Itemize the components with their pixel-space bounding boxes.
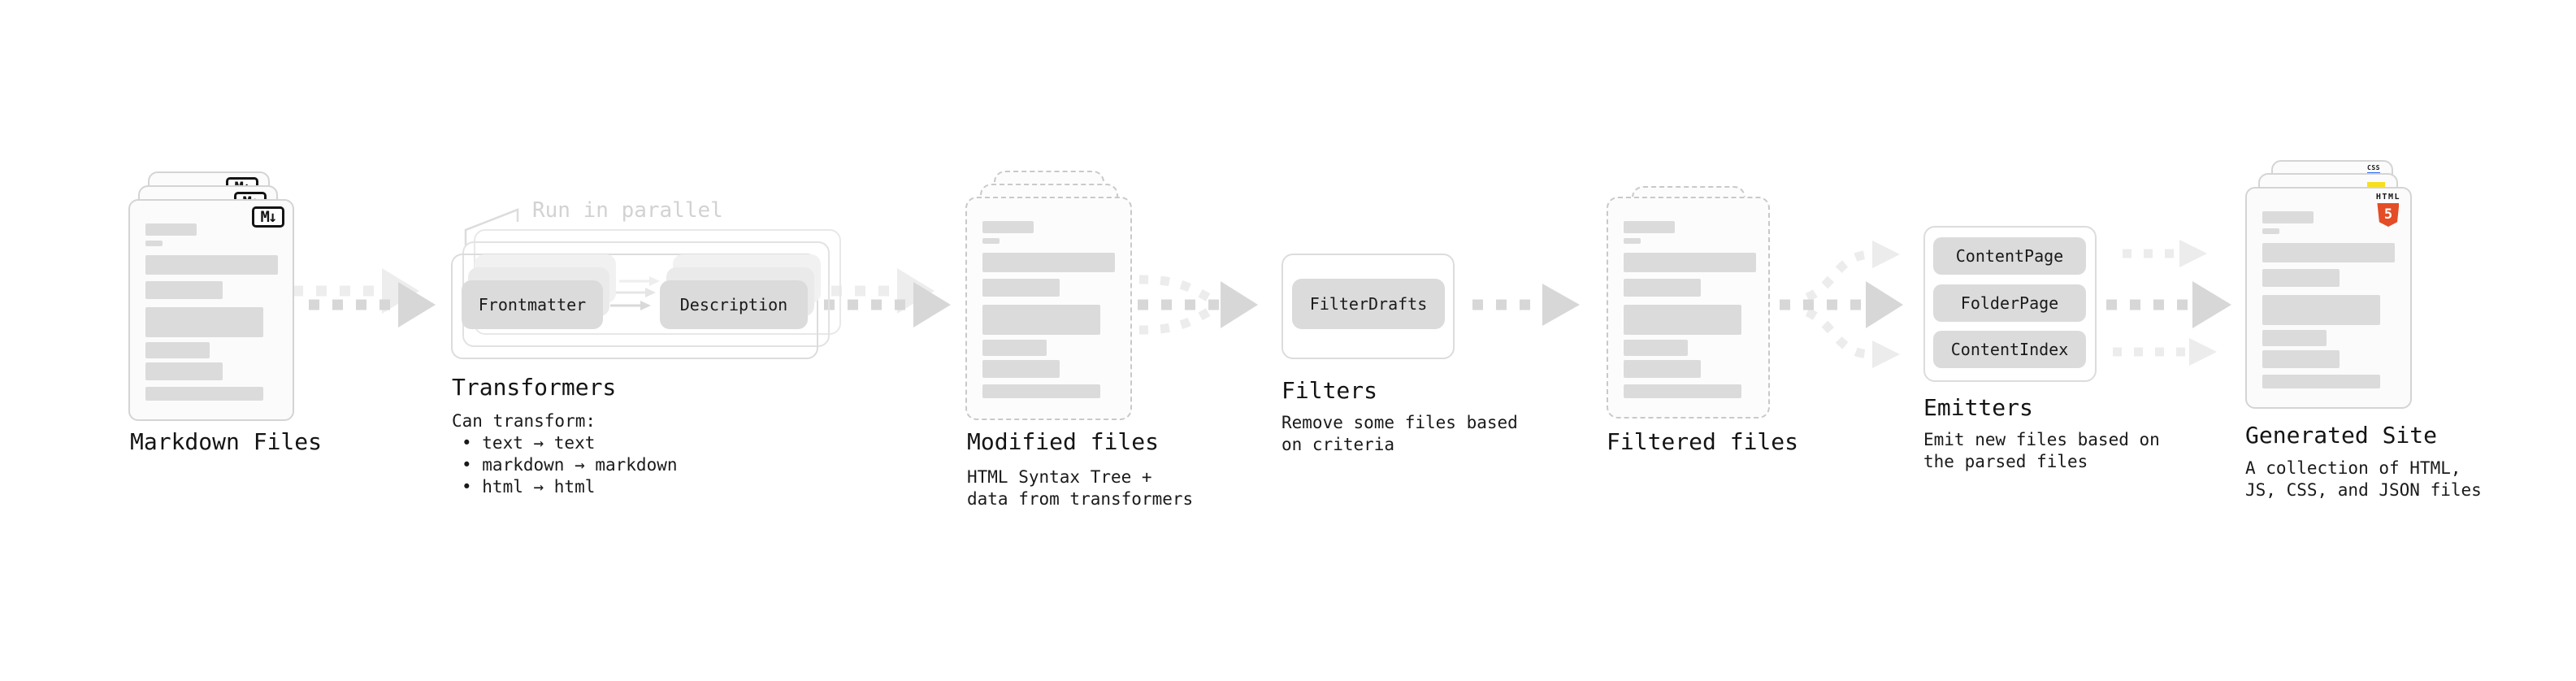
description-line: data from transformers xyxy=(967,489,1194,509)
flow-arrow-modified-to-filters xyxy=(1138,275,1258,335)
skeleton-line xyxy=(2262,350,2340,368)
html5-word: HTML xyxy=(2375,193,2400,202)
skeleton-line xyxy=(982,340,1047,356)
skeleton-line xyxy=(2262,295,2380,325)
file-card-front: HTML 5 xyxy=(2245,187,2412,409)
plugin-pill-description: Description xyxy=(660,280,808,329)
run-in-parallel-annotation: Run in parallel xyxy=(532,198,723,223)
skeleton-line xyxy=(982,360,1060,378)
plugin-pill-frontmatter: Frontmatter xyxy=(462,280,603,329)
bullet-item: • text → text xyxy=(462,433,596,453)
stage-description: Remove some files based on criteria xyxy=(1281,412,1518,456)
bullet-item: • html → html xyxy=(462,477,596,497)
emitters-box xyxy=(1923,226,2097,382)
description-line: the parsed files xyxy=(1923,452,2088,471)
skeleton-line xyxy=(982,238,1000,244)
skeleton-line xyxy=(1624,384,1741,398)
skeleton-line xyxy=(982,279,1060,297)
skeleton-line xyxy=(145,362,223,380)
description-line: Emit new files based on xyxy=(1923,430,2160,449)
transformers-note-title: Can transform: xyxy=(452,411,596,431)
skeleton-line xyxy=(2262,228,2279,234)
stage-label-filtered-files: Filtered files xyxy=(1607,428,1799,455)
stage-description: Emit new files based on the parsed files xyxy=(1923,429,2160,473)
stage-label-markdown-files: Markdown Files xyxy=(130,428,323,455)
file-card-front xyxy=(965,197,1132,420)
flow-arrow-filtered-to-emitters xyxy=(1780,241,1903,368)
skeleton-line xyxy=(2262,211,2314,223)
skeleton-line xyxy=(145,387,263,401)
flow-arrow-filters-to-filtered xyxy=(1472,284,1580,326)
skeleton-line xyxy=(1624,238,1641,244)
skeleton-line xyxy=(982,384,1100,398)
skeleton-line xyxy=(982,221,1034,233)
js-badge xyxy=(2367,182,2385,190)
html5-shield: 5 xyxy=(2377,203,2400,227)
plugin-pill-contentindex: ContentIndex xyxy=(1933,331,2086,368)
stage-label-emitters: Emitters xyxy=(1923,394,2033,421)
plugin-pill-contentpage: ContentPage xyxy=(1933,237,2086,275)
description-line: HTML Syntax Tree + xyxy=(967,467,1152,487)
flow-arrow-emitters-to-site xyxy=(2106,240,2231,366)
description-line: Remove some files based xyxy=(1281,413,1518,432)
file-card-front: M↓ xyxy=(128,199,294,421)
skeleton-line xyxy=(145,223,197,236)
skeleton-line xyxy=(2262,375,2380,388)
skeleton-line xyxy=(1624,279,1701,297)
stage-label-filters: Filters xyxy=(1281,377,1378,404)
file-card-front xyxy=(1607,197,1770,419)
flow-arrow-markdown-to-transformers xyxy=(293,268,436,327)
plugin-pill-filterdrafts: FilterDrafts xyxy=(1292,279,1445,329)
skeleton-line xyxy=(1624,340,1688,356)
skeleton-line xyxy=(1624,221,1675,233)
stage-description: HTML Syntax Tree + data from transformer… xyxy=(967,466,1193,510)
skeleton-line xyxy=(2262,243,2395,262)
skeleton-line xyxy=(2262,269,2340,287)
bullet-item: • markdown → markdown xyxy=(462,455,678,475)
html5-icon: HTML 5 xyxy=(2376,193,2400,227)
description-line: A collection of HTML, xyxy=(2245,458,2461,478)
html5-number: 5 xyxy=(2383,206,2393,223)
skeleton-line xyxy=(2262,330,2327,346)
skeleton-line xyxy=(1624,253,1756,272)
stage-label-modified-files: Modified files xyxy=(967,428,1160,455)
transformers-bullets: • text → text • markdown → markdown • ht… xyxy=(462,432,678,498)
plugin-pill-folderpage: FolderPage xyxy=(1933,284,2086,322)
skeleton-line xyxy=(145,255,278,275)
skeleton-line xyxy=(145,241,163,246)
skeleton-line xyxy=(145,342,210,358)
description-line: JS, CSS, and JSON files xyxy=(2245,480,2482,500)
stage-label-transformers: Transformers xyxy=(452,374,617,401)
transformer-layer-front xyxy=(451,254,818,359)
skeleton-line xyxy=(1624,305,1741,335)
skeleton-line xyxy=(1624,360,1701,378)
filters-box xyxy=(1281,254,1455,359)
skeleton-line xyxy=(982,253,1115,272)
description-line: on criteria xyxy=(1281,435,1395,454)
css-badge-label: CSS xyxy=(2367,164,2380,171)
markdown-icon: M↓ xyxy=(252,206,284,228)
stage-description: A collection of HTML, JS, CSS, and JSON … xyxy=(2245,458,2482,501)
stage-label-generated-site: Generated Site xyxy=(2245,422,2438,449)
skeleton-line xyxy=(145,281,223,299)
skeleton-line xyxy=(145,307,263,337)
skeleton-line xyxy=(982,305,1100,335)
